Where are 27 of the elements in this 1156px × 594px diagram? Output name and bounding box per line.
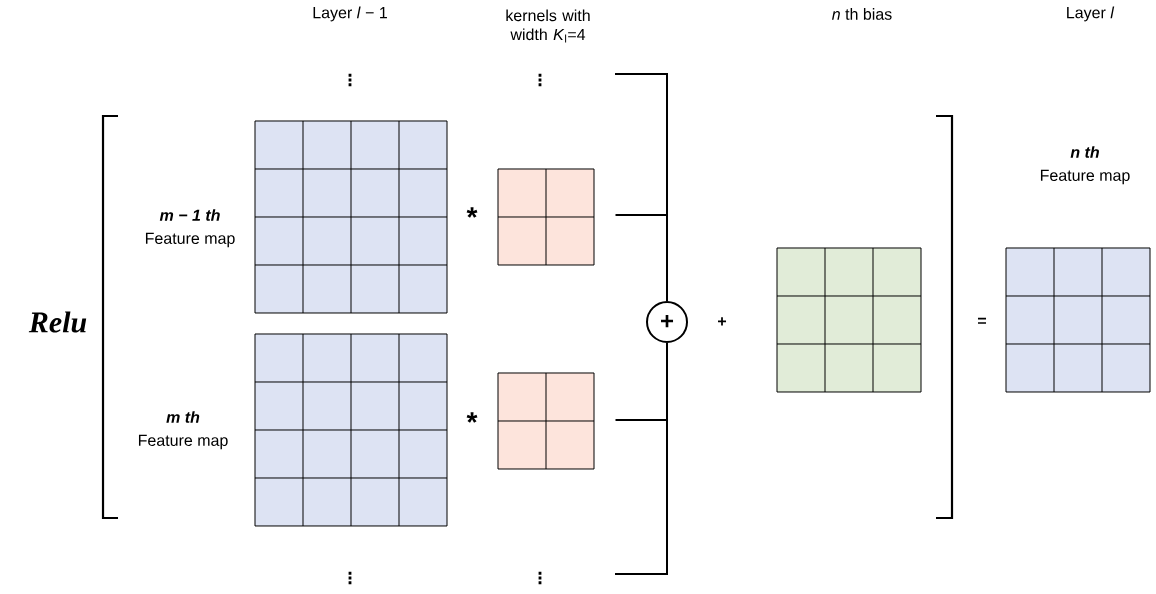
connector-line	[614, 342, 668, 575]
node-caption: m − 1 th	[159, 209, 220, 221]
column-heading: Layer l − 1	[313, 6, 387, 22]
convolution-symbol: *	[466, 412, 478, 423]
connector-line	[614, 214, 668, 302]
convolution-symbol: *	[466, 207, 478, 218]
node-caption: n th	[1070, 146, 1099, 158]
column-heading: n th bias	[832, 8, 892, 20]
ellipsis-dots: ⋮	[538, 571, 542, 585]
bias-grid	[776, 247, 922, 393]
node-caption: Feature map	[139, 434, 228, 450]
column-heading: Layer l	[1067, 6, 1115, 22]
feature-map-grid	[254, 120, 448, 314]
kernel-grid	[497, 372, 595, 470]
ellipsis-dots: ⋮	[348, 73, 352, 87]
ellipsis-dots: ⋮	[538, 73, 542, 87]
column-heading: kernels with width K$_{l}$=4	[506, 9, 590, 43]
feature-map-grid	[254, 333, 448, 527]
node-caption: Feature map	[146, 232, 235, 248]
node-caption: Feature map	[1040, 169, 1130, 185]
feature-map-grid	[1005, 247, 1151, 393]
function-label: Relu	[28, 311, 87, 333]
equals-sign: =	[978, 317, 986, 324]
plus-sign: +	[718, 317, 726, 326]
kernel-grid	[497, 168, 595, 266]
ellipsis-dots: ⋮	[348, 571, 352, 585]
node-caption: m th	[166, 411, 200, 423]
